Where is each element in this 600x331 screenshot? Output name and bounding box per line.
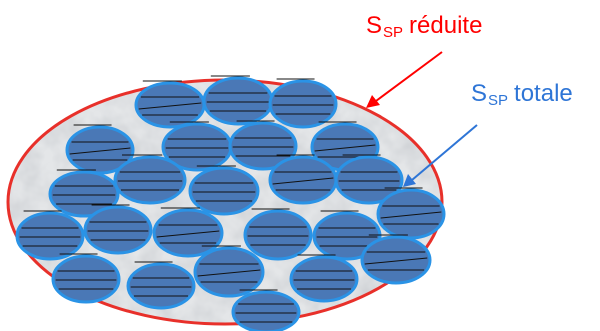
particle-body	[202, 76, 274, 126]
particle-body	[268, 79, 338, 129]
particle-line	[380, 211, 442, 219]
label-ssp-totale: SSP totale	[471, 80, 573, 109]
particle	[376, 187, 446, 240]
particle	[268, 78, 338, 129]
particle-body	[231, 290, 301, 331]
particle	[51, 253, 121, 304]
particle	[228, 120, 298, 171]
particle-body	[193, 246, 265, 298]
particle-body	[134, 81, 206, 129]
particle	[289, 254, 359, 303]
label-totale-subscript: SP	[488, 92, 509, 109]
arrow-reduite	[375, 51, 443, 102]
arrows	[366, 51, 478, 187]
particle	[360, 234, 432, 285]
particle	[83, 204, 153, 255]
particle-line	[314, 144, 376, 152]
particle	[268, 154, 338, 205]
particle-body	[243, 209, 313, 261]
particle-body	[126, 262, 196, 310]
label-totale-text: totale	[514, 80, 573, 107]
particle	[202, 75, 274, 126]
particle-body	[188, 166, 260, 216]
label-reduite-symbol: S	[366, 12, 383, 39]
arrowhead-totale	[403, 174, 416, 187]
particle	[134, 80, 206, 129]
label-reduite-text: réduite	[409, 12, 483, 39]
particles	[15, 75, 446, 331]
particle-body	[289, 255, 359, 303]
particle-line	[138, 102, 202, 110]
particle	[231, 289, 301, 331]
label-ssp-reduite: SSP réduite	[366, 12, 483, 41]
particle-line	[272, 177, 334, 185]
particle	[152, 207, 224, 258]
label-totale-symbol: S	[471, 80, 488, 107]
particle-body	[312, 211, 382, 261]
particle-line	[197, 269, 261, 277]
particle-line	[156, 230, 220, 238]
arrowhead-reduite	[366, 95, 380, 108]
particle	[243, 208, 313, 261]
particle-body	[152, 208, 224, 258]
particle	[113, 154, 187, 205]
label-reduite-subscript: SP	[383, 24, 404, 41]
particle-body	[15, 211, 85, 261]
particle-line	[364, 257, 428, 265]
arrow-totale	[411, 124, 478, 181]
particle	[15, 210, 85, 261]
particle	[193, 245, 265, 298]
particle-body	[83, 205, 153, 255]
particle-body	[334, 155, 404, 205]
particle	[334, 154, 404, 205]
particle-body	[376, 188, 446, 240]
particle-body	[51, 254, 121, 304]
particle-body	[268, 155, 338, 205]
particle	[312, 210, 382, 261]
particle-line	[69, 147, 131, 155]
particle-body	[360, 235, 432, 285]
particle-body	[113, 155, 187, 205]
particle	[188, 165, 260, 216]
particle-body	[228, 121, 298, 171]
particle	[126, 261, 196, 310]
